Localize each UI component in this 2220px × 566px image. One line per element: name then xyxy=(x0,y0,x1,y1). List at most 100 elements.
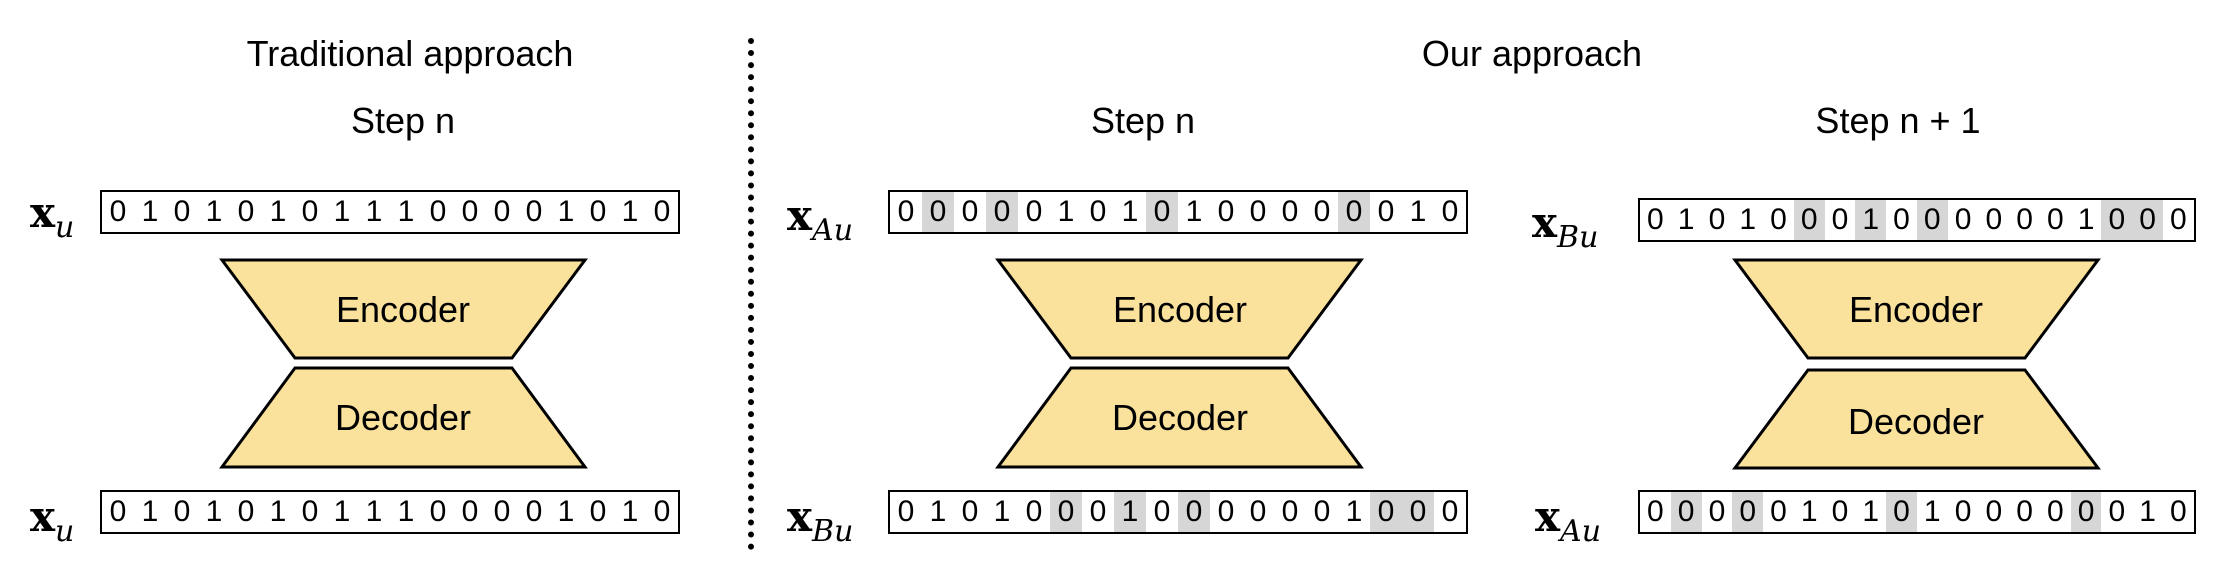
bit-cell: 1 xyxy=(2077,203,2095,236)
bit-cell: 0 xyxy=(1647,203,1664,236)
bit-cell: 0 xyxy=(1089,195,1107,228)
encoder-shape xyxy=(995,258,1364,360)
bit-cell-highlighted: 0 xyxy=(1050,492,1082,532)
bit-cell: 1 xyxy=(557,495,575,528)
bit-cell: 0 xyxy=(1893,203,1910,236)
bit-cell: 1 xyxy=(205,495,223,528)
bit-cell: 0 xyxy=(301,495,319,528)
encoder-label: Encoder xyxy=(1849,289,1983,330)
bit-cell-highlighted: 0 xyxy=(2101,200,2133,240)
bit-cell: 0 xyxy=(173,495,191,528)
bit-cell: 0 xyxy=(961,195,979,228)
bit-cell-highlighted: 0 xyxy=(1338,192,1370,232)
bit-cell: 0 xyxy=(1025,195,1043,228)
bit-cell: 0 xyxy=(2046,495,2064,528)
bit-cell: 1 xyxy=(1409,195,1427,228)
bit-cell: 1 xyxy=(333,495,351,528)
bit-cell: 0 xyxy=(1954,203,1972,236)
bit-cell: 0 xyxy=(1770,495,1787,528)
bit-cell: 0 xyxy=(173,195,191,228)
bit-cell: 1 xyxy=(1862,495,1880,528)
bit-cell: 1 xyxy=(1185,195,1203,228)
bit-cell: 0 xyxy=(493,495,511,528)
decoder-shape xyxy=(995,366,1364,469)
bit-cell: 0 xyxy=(1153,495,1171,528)
bit-cell: 1 xyxy=(365,495,383,528)
xBu-output-label: xBu xyxy=(787,492,854,549)
bit-cell: 0 xyxy=(1377,195,1395,228)
bit-cell: 1 xyxy=(333,195,351,228)
encoder-shape xyxy=(219,258,588,360)
bit-cell: 1 xyxy=(1345,495,1363,528)
bit-cell: 1 xyxy=(1923,495,1941,528)
bit-cell: 1 xyxy=(141,495,159,528)
bit-cell: 0 xyxy=(2108,495,2126,528)
bit-cell-highlighted: 0 xyxy=(922,192,954,232)
traditional-approach-title: Traditional approach xyxy=(246,33,574,74)
bit-cell: 1 xyxy=(365,195,383,228)
bit-cell: 0 xyxy=(589,495,607,528)
bit-cell: 0 xyxy=(1647,495,1664,528)
bit-cell: 1 xyxy=(621,195,639,228)
bit-cell: 1 xyxy=(397,495,415,528)
bit-cell: 0 xyxy=(461,195,479,228)
bit-cell: 0 xyxy=(653,195,671,228)
bit-cell: 0 xyxy=(589,195,607,228)
decoder-shape xyxy=(219,366,588,469)
bit-cell: 0 xyxy=(1313,195,1331,228)
traditional-step-n-title: Step n xyxy=(350,100,456,141)
bit-cell: 0 xyxy=(961,495,979,528)
bit-cell: 0 xyxy=(653,495,671,528)
bit-cell: 1 xyxy=(621,495,639,528)
bit-cell: 0 xyxy=(1313,495,1331,528)
xu-input-label: xu xyxy=(30,188,75,245)
ours-step-n1-title: Step n + 1 xyxy=(1815,100,1981,141)
bit-cell-highlighted: 0 xyxy=(1370,492,1402,532)
bit-cell-highlighted: 0 xyxy=(986,192,1018,232)
bit-cell: 0 xyxy=(1249,195,1267,228)
bit-cell: 0 xyxy=(2016,203,2033,236)
bit-cell-highlighted: 0 xyxy=(2070,492,2102,532)
bit-cell: 0 xyxy=(1985,495,2003,528)
bit-cell: 1 xyxy=(2139,495,2156,528)
encoder-label: Encoder xyxy=(336,289,470,330)
bit-cell: 0 xyxy=(897,495,915,528)
bit-cell: 1 xyxy=(929,495,947,528)
xAu-input-label: xAu xyxy=(787,191,854,248)
decoder-label: Decoder xyxy=(1112,397,1248,438)
bit-cell-highlighted: 0 xyxy=(1732,492,1764,532)
bit-cell: 1 xyxy=(269,195,287,228)
decoder-label: Decoder xyxy=(335,397,471,438)
bit-cell-highlighted: 0 xyxy=(2132,200,2164,240)
bit-cell: 0 xyxy=(2016,495,2033,528)
bit-cell: 1 xyxy=(205,195,223,228)
bit-cell-highlighted: 0 xyxy=(1916,200,1948,240)
bit-cell-highlighted: 1 xyxy=(1855,200,1887,240)
bit-cell: 0 xyxy=(1708,495,1726,528)
bit-cell: 0 xyxy=(897,195,915,228)
bit-cell-highlighted: 0 xyxy=(1670,492,1702,532)
bit-cell: 0 xyxy=(237,495,255,528)
bit-cell: 1 xyxy=(269,495,287,528)
bit-cell: 1 xyxy=(1121,195,1139,228)
bit-cell: 0 xyxy=(1985,203,2003,236)
bit-cell: 0 xyxy=(1954,495,1972,528)
encoder-shape xyxy=(1732,258,2101,360)
bit-cell: 0 xyxy=(1708,203,1726,236)
bit-cell: 1 xyxy=(557,195,575,228)
bit-cell: 1 xyxy=(141,195,159,228)
bit-cell: 0 xyxy=(429,195,447,228)
bit-cell: 1 xyxy=(1677,203,1695,236)
bit-cell: 0 xyxy=(525,195,543,228)
ours-step-n-title: Step n xyxy=(1090,100,1196,141)
bit-cell: 1 xyxy=(1057,195,1075,228)
bit-cell: 0 xyxy=(237,195,255,228)
bit-cell: 0 xyxy=(301,195,319,228)
bit-cell: 0 xyxy=(1281,495,1299,528)
